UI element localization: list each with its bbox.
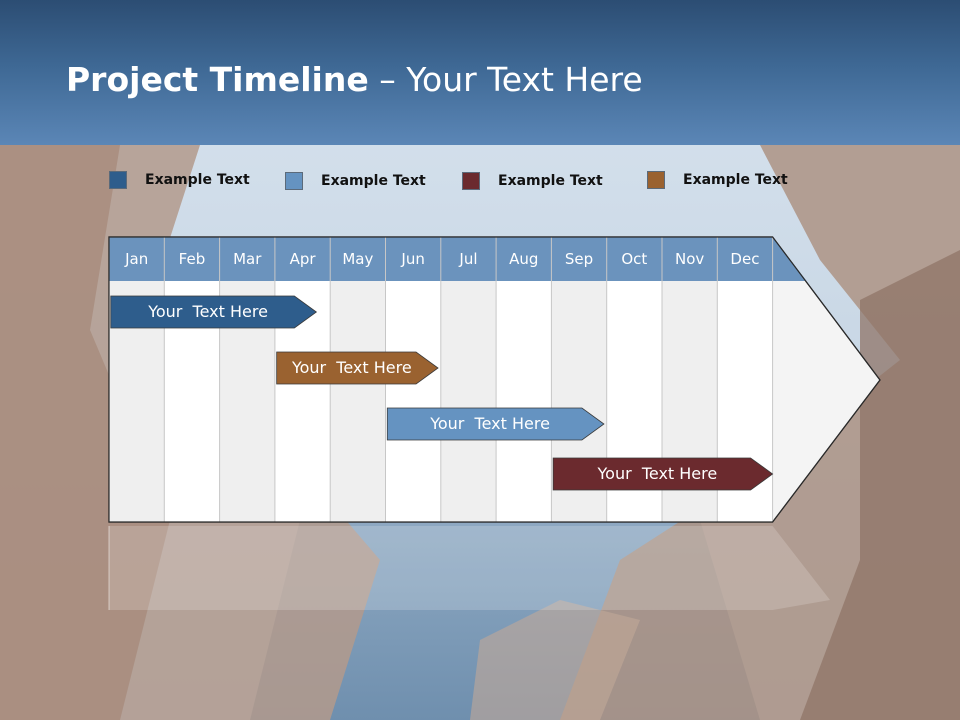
legend-label: Example Text bbox=[498, 173, 603, 189]
legend-label: Example Text bbox=[145, 172, 250, 188]
legend-swatch bbox=[647, 171, 665, 189]
legend-swatch bbox=[285, 172, 303, 190]
title-subtitle: – Your Text Here bbox=[368, 60, 643, 99]
legend-swatch bbox=[462, 172, 480, 190]
title-bold: Project Timeline bbox=[66, 60, 369, 99]
legend-item-2: Example Text bbox=[285, 171, 426, 191]
legend-item-3: Example Text bbox=[462, 171, 603, 191]
legend-item-1: Example Text bbox=[109, 170, 250, 190]
header-band bbox=[0, 0, 960, 145]
legend-item-4: Example Text bbox=[647, 170, 788, 190]
legend-label: Example Text bbox=[683, 172, 788, 188]
legend-label: Example Text bbox=[321, 173, 426, 189]
legend-swatch bbox=[109, 171, 127, 189]
page-title: Project Timeline – Your Text Here bbox=[66, 60, 643, 99]
